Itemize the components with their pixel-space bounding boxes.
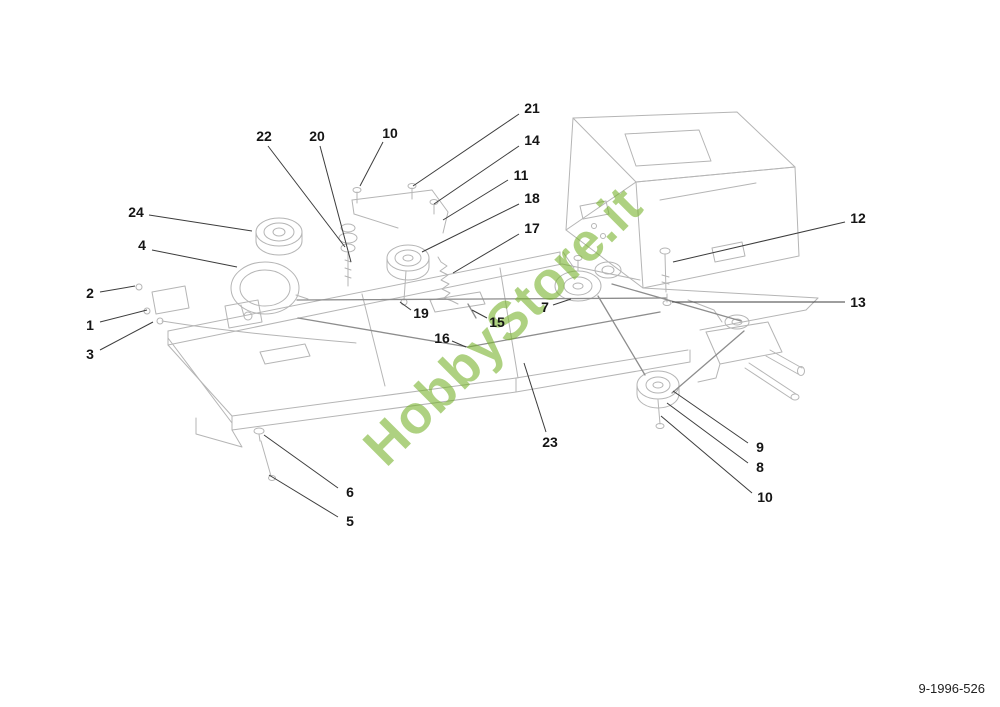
leader-18 bbox=[421, 203, 520, 253]
callout-12: 12 bbox=[850, 210, 866, 226]
chassis-frame bbox=[167, 251, 819, 448]
leader-19 bbox=[399, 301, 412, 311]
leader-16 bbox=[451, 340, 467, 348]
leader-2 bbox=[99, 285, 136, 293]
leader-15 bbox=[471, 309, 488, 319]
leader-22 bbox=[267, 145, 346, 248]
callout-15: 15 bbox=[489, 314, 505, 330]
rear-body-front bbox=[635, 166, 800, 289]
leader-6 bbox=[263, 434, 339, 489]
callout-10: 10 bbox=[757, 489, 773, 505]
front-idler-pulley bbox=[386, 244, 430, 306]
callout-5: 5 bbox=[346, 513, 354, 529]
leader-20 bbox=[319, 145, 352, 263]
callout-24: 24 bbox=[128, 204, 144, 220]
leader-4 bbox=[151, 249, 238, 268]
callout-10: 10 bbox=[382, 125, 398, 141]
callout-13: 13 bbox=[850, 294, 866, 310]
clutch bbox=[230, 261, 309, 321]
leader-14 bbox=[433, 145, 520, 205]
callout-8: 8 bbox=[756, 459, 764, 475]
leader-10 bbox=[359, 141, 384, 187]
callout-6: 6 bbox=[346, 484, 354, 500]
idler-bracket bbox=[351, 183, 449, 234]
leader-17 bbox=[452, 233, 520, 274]
leader-5 bbox=[268, 474, 339, 518]
leader-7 bbox=[552, 298, 572, 306]
callout-20: 20 bbox=[309, 128, 325, 144]
rear-bolt bbox=[659, 247, 723, 323]
callout-16: 16 bbox=[434, 330, 450, 346]
center-pulley bbox=[554, 251, 622, 302]
drive-belts bbox=[296, 283, 745, 394]
leader-3 bbox=[99, 321, 154, 351]
top-pulley bbox=[255, 217, 303, 256]
callout-23: 23 bbox=[542, 434, 558, 450]
leader-1 bbox=[99, 309, 148, 323]
callout-9: 9 bbox=[756, 439, 764, 455]
leader-10 bbox=[660, 415, 753, 494]
callout-19: 19 bbox=[413, 305, 429, 321]
document-number: 9-1996-526 bbox=[918, 681, 986, 696]
callout-3: 3 bbox=[86, 346, 94, 362]
transmission bbox=[697, 314, 805, 401]
callout-17: 17 bbox=[524, 220, 540, 236]
leader-21 bbox=[412, 113, 520, 187]
callout-14: 14 bbox=[524, 132, 540, 148]
front-bracket bbox=[135, 283, 357, 344]
leader-23 bbox=[523, 362, 547, 433]
callout-22: 22 bbox=[256, 128, 272, 144]
callout-2: 2 bbox=[86, 285, 94, 301]
callout-18: 18 bbox=[524, 190, 540, 206]
leader-9 bbox=[672, 390, 749, 444]
callout-4: 4 bbox=[138, 237, 146, 253]
callout-11: 11 bbox=[513, 167, 529, 183]
leader-11 bbox=[442, 179, 509, 221]
leader-12 bbox=[672, 221, 846, 263]
leader-8 bbox=[666, 402, 749, 464]
rear-body-hatch bbox=[624, 129, 712, 167]
callout-7: 7 bbox=[541, 299, 549, 315]
callout-21: 21 bbox=[524, 100, 540, 116]
callout-1: 1 bbox=[86, 317, 94, 333]
leader-24 bbox=[148, 214, 253, 232]
front-bolt-rod bbox=[253, 427, 276, 481]
